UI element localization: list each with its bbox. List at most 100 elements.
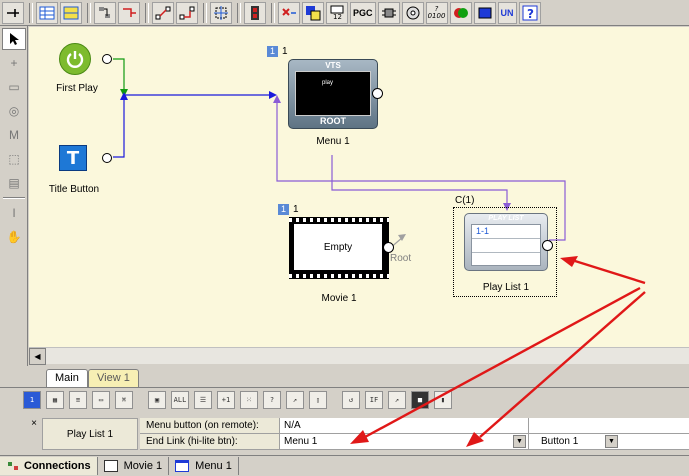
power-icon — [59, 43, 91, 75]
menu-button-value2[interactable] — [529, 418, 689, 433]
playlist-node[interactable]: PLAY LIST 1-1 — [464, 213, 553, 271]
pie-colors-icon[interactable] — [449, 1, 472, 24]
title-button-wire — [113, 95, 125, 158]
align-red-icon[interactable] — [118, 1, 140, 24]
movie-label: Movie 1 — [321, 293, 357, 304]
disc-icon[interactable] — [401, 1, 424, 24]
hand-tool-icon[interactable]: ✋ — [6, 230, 22, 244]
flow-canvas[interactable]: First Play T Title Button 1 1 VTS play R… — [29, 27, 689, 347]
prop-tool-1-icon[interactable]: 1 — [23, 391, 41, 409]
tab-view-1[interactable]: View 1 — [88, 369, 139, 387]
playlist-header: PLAY LIST — [488, 215, 524, 222]
prop-tool-arrow-icon[interactable]: ↗ — [388, 391, 406, 409]
horizontal-scrollbar[interactable]: ◀ — [29, 347, 689, 365]
prop-tool-end-icon[interactable]: ■ — [411, 391, 429, 409]
tab-menu-1[interactable]: Menu 1 — [169, 457, 239, 475]
prop-tool-window-icon[interactable]: ▭ — [92, 391, 110, 409]
tab-main[interactable]: Main — [46, 369, 88, 387]
playlist-c-label: C(1) — [455, 195, 475, 206]
diagonal-link-alt-icon[interactable] — [176, 1, 198, 24]
connections-icon — [6, 460, 20, 472]
output-port[interactable] — [102, 153, 112, 163]
end-link-select[interactable]: Menu 1▼ — [280, 434, 529, 449]
close-icon[interactable]: × — [31, 418, 37, 429]
grid-view-icon[interactable] — [36, 1, 58, 24]
movie-node[interactable]: Empty — [289, 217, 394, 279]
movie-index: 1 — [293, 204, 299, 215]
select-arrow-icon[interactable] — [2, 28, 26, 50]
chevron-down-icon[interactable]: ▼ — [513, 435, 526, 448]
main-toolbar: 12 PGC ?0100 UN ? — [0, 0, 689, 26]
playlist-output-port[interactable] — [542, 240, 553, 251]
fit-frame-icon[interactable] — [210, 1, 232, 24]
help-icon[interactable]: ? — [518, 1, 541, 24]
tab-label: Menu 1 — [195, 460, 232, 472]
prop-tool-list-icon[interactable]: ≡ — [69, 391, 87, 409]
menu-output-port[interactable] — [372, 88, 383, 99]
property-toolbar: 1 ▦ ≡ ▭ ⌘ ▣ ALL ☰ +1 ⁙ ? ↗ ▯ ↺ IF ↗ ■ ▮ — [0, 388, 689, 412]
movie-output-port[interactable] — [383, 242, 394, 253]
first-play-node[interactable] — [57, 43, 115, 77]
menu-window-icon — [175, 460, 190, 472]
prop-tool-frame-icon[interactable]: ▣ — [148, 391, 166, 409]
pgc-button[interactable]: PGC — [350, 1, 376, 24]
counter-icon[interactable]: ?0100 — [425, 1, 448, 24]
color-blocks-icon[interactable] — [302, 1, 324, 24]
tool-palette: + ▭ ◎ M ⬚ ▤ I ✋ — [0, 26, 28, 366]
playlist-row — [472, 253, 540, 265]
prop-tool-battery-icon[interactable]: ▮ — [434, 391, 452, 409]
prop-key: End Link (hi-lite btn): — [140, 434, 280, 449]
prop-tool-loop-icon[interactable]: ↺ — [342, 391, 360, 409]
layout-view-icon[interactable] — [60, 1, 82, 24]
prop-tool-lines-icon[interactable]: ☰ — [194, 391, 212, 409]
prop-tool-jump-icon[interactable]: ↗ — [286, 391, 304, 409]
playlist-row: 1-1 — [472, 225, 540, 239]
menu-top-text: VTS — [325, 61, 341, 70]
diagonal-link-icon[interactable] — [152, 1, 174, 24]
delete-link-icon[interactable] — [278, 1, 300, 24]
playlist-selection[interactable]: PLAY LIST 1-1 Play List 1 — [453, 207, 557, 297]
menu-badge: 1 — [267, 46, 278, 57]
numbered-list-icon[interactable]: 12 — [326, 1, 348, 24]
tab-connections[interactable]: Connections — [0, 457, 98, 475]
prop-tool-tree-icon[interactable]: ⌘ — [115, 391, 133, 409]
scroll-left-icon[interactable]: ◀ — [29, 348, 46, 365]
menu-button-value[interactable]: N/A — [280, 418, 529, 433]
tab-movie-1[interactable]: Movie 1 — [98, 457, 170, 475]
chip-icon[interactable] — [377, 1, 400, 24]
prop-tool-film-icon[interactable]: ▦ — [46, 391, 64, 409]
un-button[interactable]: UN — [497, 1, 517, 24]
playlist-label: Play List 1 — [482, 282, 530, 293]
prop-tool-all-icon[interactable]: ALL — [171, 391, 189, 409]
group-icon[interactable]: ⬚ — [8, 152, 20, 166]
properties-icon[interactable]: ▤ — [8, 176, 20, 190]
add-node-icon[interactable]: + — [10, 56, 18, 70]
menu-to-playlist-wire — [331, 155, 508, 209]
prop-tool-dice-icon[interactable]: ⁙ — [240, 391, 258, 409]
output-port[interactable] — [102, 54, 112, 64]
film-holes-top — [289, 218, 389, 222]
hilite-button-select[interactable]: Button 1▼ — [529, 434, 689, 449]
property-grid: × Play List 1 Menu button (on remote): N… — [0, 414, 689, 452]
toolbar-separator — [237, 2, 241, 23]
flag-icon[interactable] — [473, 1, 496, 24]
toolbar-separator — [29, 2, 33, 23]
svg-text:12: 12 — [333, 13, 342, 21]
menu-play-text: play — [322, 80, 334, 86]
title-button-node[interactable]: T — [57, 143, 115, 173]
add-link-icon[interactable]: ▭ — [8, 80, 20, 94]
menu-node[interactable]: VTS play ROOT — [288, 59, 383, 129]
toolbar-separator — [203, 2, 207, 23]
prop-tool-if-icon[interactable]: IF — [365, 391, 383, 409]
tab-label: Connections — [24, 460, 91, 472]
add-marker-icon[interactable]: M — [9, 128, 19, 142]
prop-tool-question-icon[interactable]: ? — [263, 391, 281, 409]
add-button-icon[interactable]: ◎ — [8, 104, 20, 118]
film-strip-icon[interactable] — [244, 1, 266, 24]
prop-tool-doc-icon[interactable]: ▯ — [309, 391, 327, 409]
align-left-icon[interactable] — [94, 1, 116, 24]
text-tool-icon[interactable]: I — [12, 206, 16, 220]
pin-icon[interactable] — [2, 1, 24, 24]
prop-tool-plus1-icon[interactable]: +1 — [217, 391, 235, 409]
chevron-down-icon[interactable]: ▼ — [605, 435, 618, 448]
